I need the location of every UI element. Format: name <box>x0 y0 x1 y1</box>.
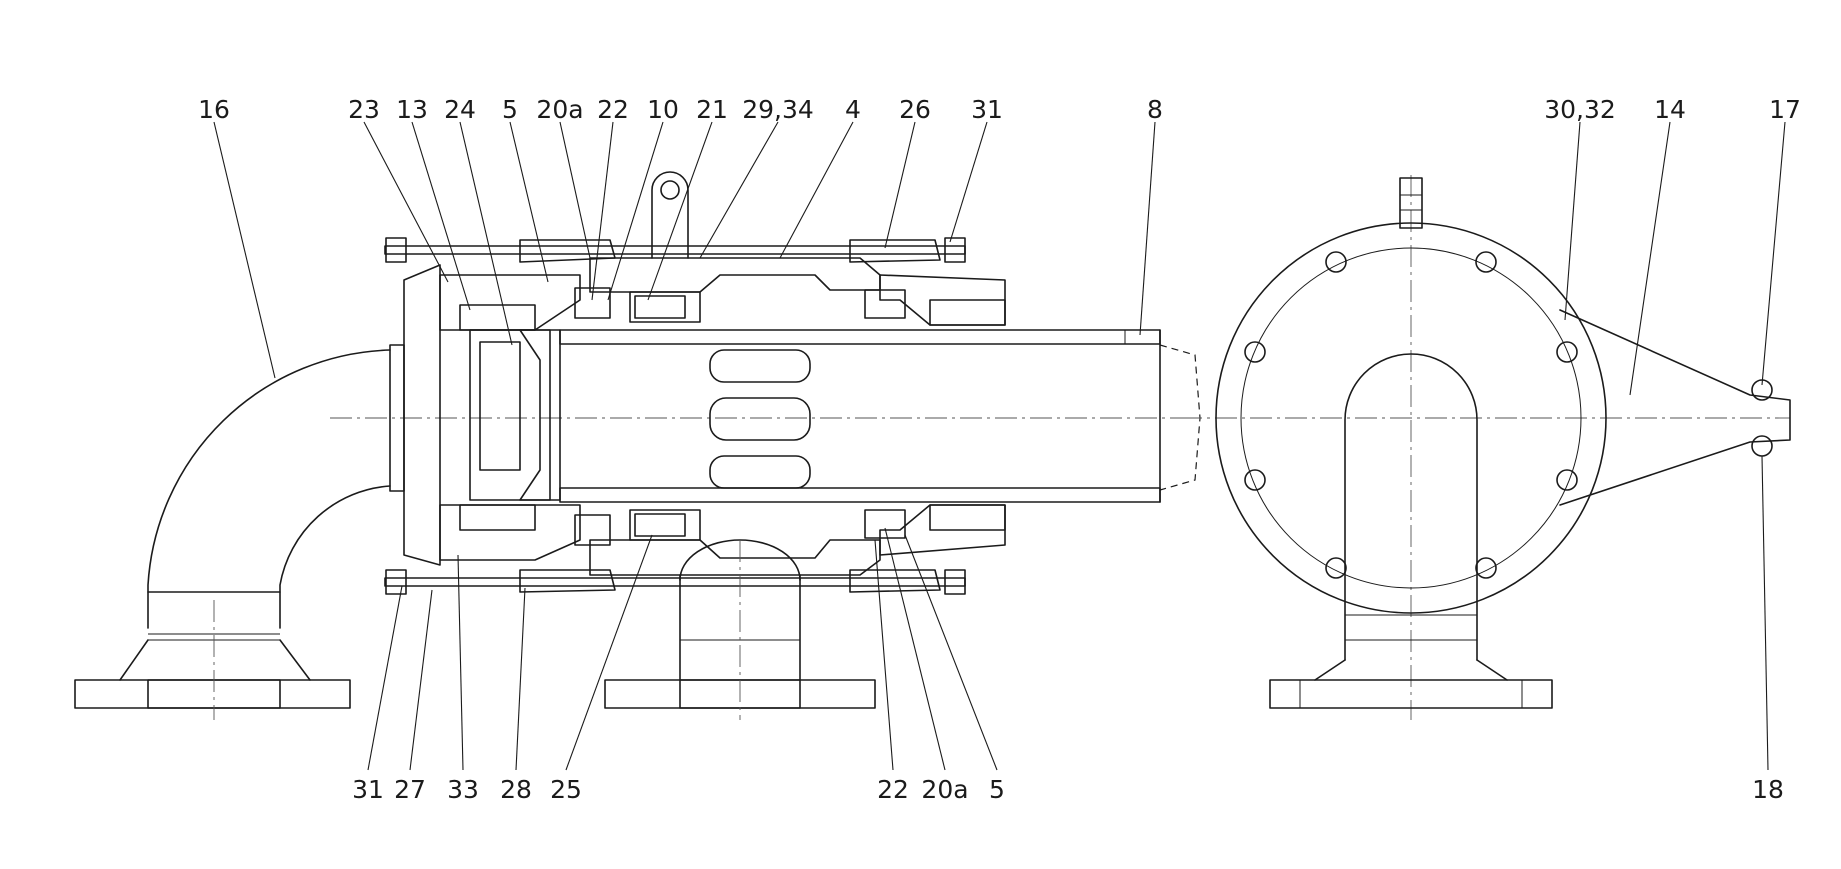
callout-8: 8 <box>1147 95 1163 124</box>
callout-28: 28 <box>500 775 532 804</box>
section-view <box>74 171 1201 720</box>
callout-24: 24 <box>444 95 476 124</box>
leader-lines <box>213 121 1786 771</box>
callout-25: 25 <box>550 775 582 804</box>
callout-22-bottom: 22 <box>877 775 909 804</box>
callout-4: 4 <box>845 95 861 124</box>
callout-31: 31 <box>971 95 1003 124</box>
callout-31-bottom: 31 <box>352 775 384 804</box>
callout-18: 18 <box>1752 775 1784 804</box>
callout-23: 23 <box>348 95 380 124</box>
callout-30-32: 30,32 <box>1544 95 1616 124</box>
callout-33: 33 <box>447 775 479 804</box>
callout-20a-bottom: 20a <box>921 775 968 804</box>
callout-5: 5 <box>502 95 518 124</box>
callouts-top: 16 23 13 24 5 20a 22 10 21 29,34 4 26 31… <box>198 95 1801 124</box>
elbow-16 <box>74 264 441 720</box>
bolt-circle <box>1244 251 1578 579</box>
callout-27: 27 <box>394 775 426 804</box>
callout-10: 10 <box>647 95 679 124</box>
callout-29-34: 29,34 <box>742 95 814 124</box>
callout-21: 21 <box>696 95 728 124</box>
callout-13: 13 <box>396 95 428 124</box>
callout-20a: 20a <box>536 95 583 124</box>
callout-17: 17 <box>1769 95 1801 124</box>
inlet-pipe <box>604 539 876 720</box>
callout-26: 26 <box>899 95 931 124</box>
lifting-eye <box>651 171 689 259</box>
callout-16: 16 <box>198 95 230 124</box>
callout-14: 14 <box>1654 95 1686 124</box>
callout-22: 22 <box>597 95 629 124</box>
callouts-bottom: 31 27 33 28 25 22 20a 5 18 <box>352 775 1784 804</box>
callout-5-bottom: 5 <box>989 775 1005 804</box>
end-view <box>1180 175 1791 720</box>
